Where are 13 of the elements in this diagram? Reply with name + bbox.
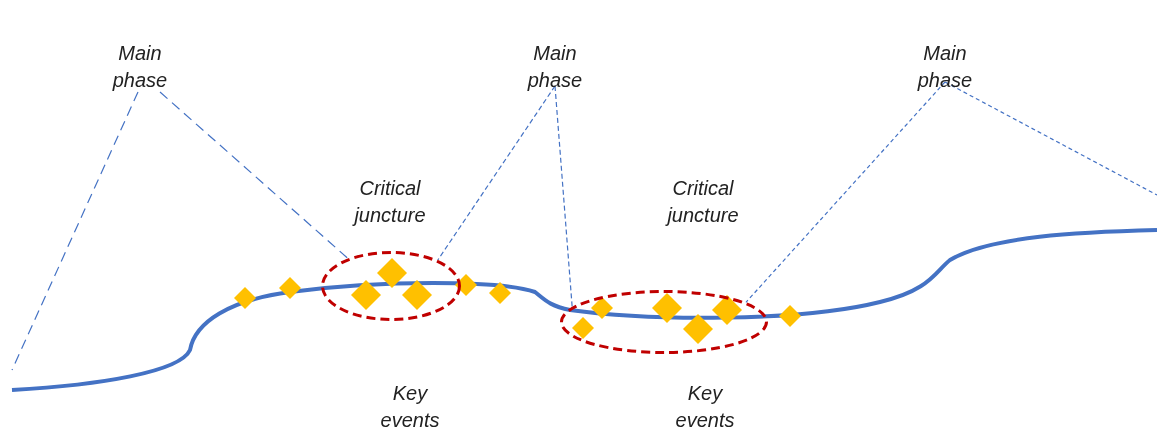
leader-line xyxy=(159,91,349,260)
phase-label: Main phase xyxy=(526,41,584,93)
annotation-text: Critical juncture xyxy=(664,176,740,228)
annotation-text: Key events xyxy=(379,381,441,432)
leader-line xyxy=(437,85,556,261)
annotation-text: Critical juncture xyxy=(351,176,427,228)
annotation-text: Key events xyxy=(674,381,736,432)
phase-label: Main phase xyxy=(111,41,169,93)
leader-line xyxy=(11,91,139,371)
leader-line xyxy=(944,81,1157,196)
leader-line xyxy=(745,81,946,303)
leader-line xyxy=(554,85,573,308)
phase-label: Main phase xyxy=(916,41,974,93)
